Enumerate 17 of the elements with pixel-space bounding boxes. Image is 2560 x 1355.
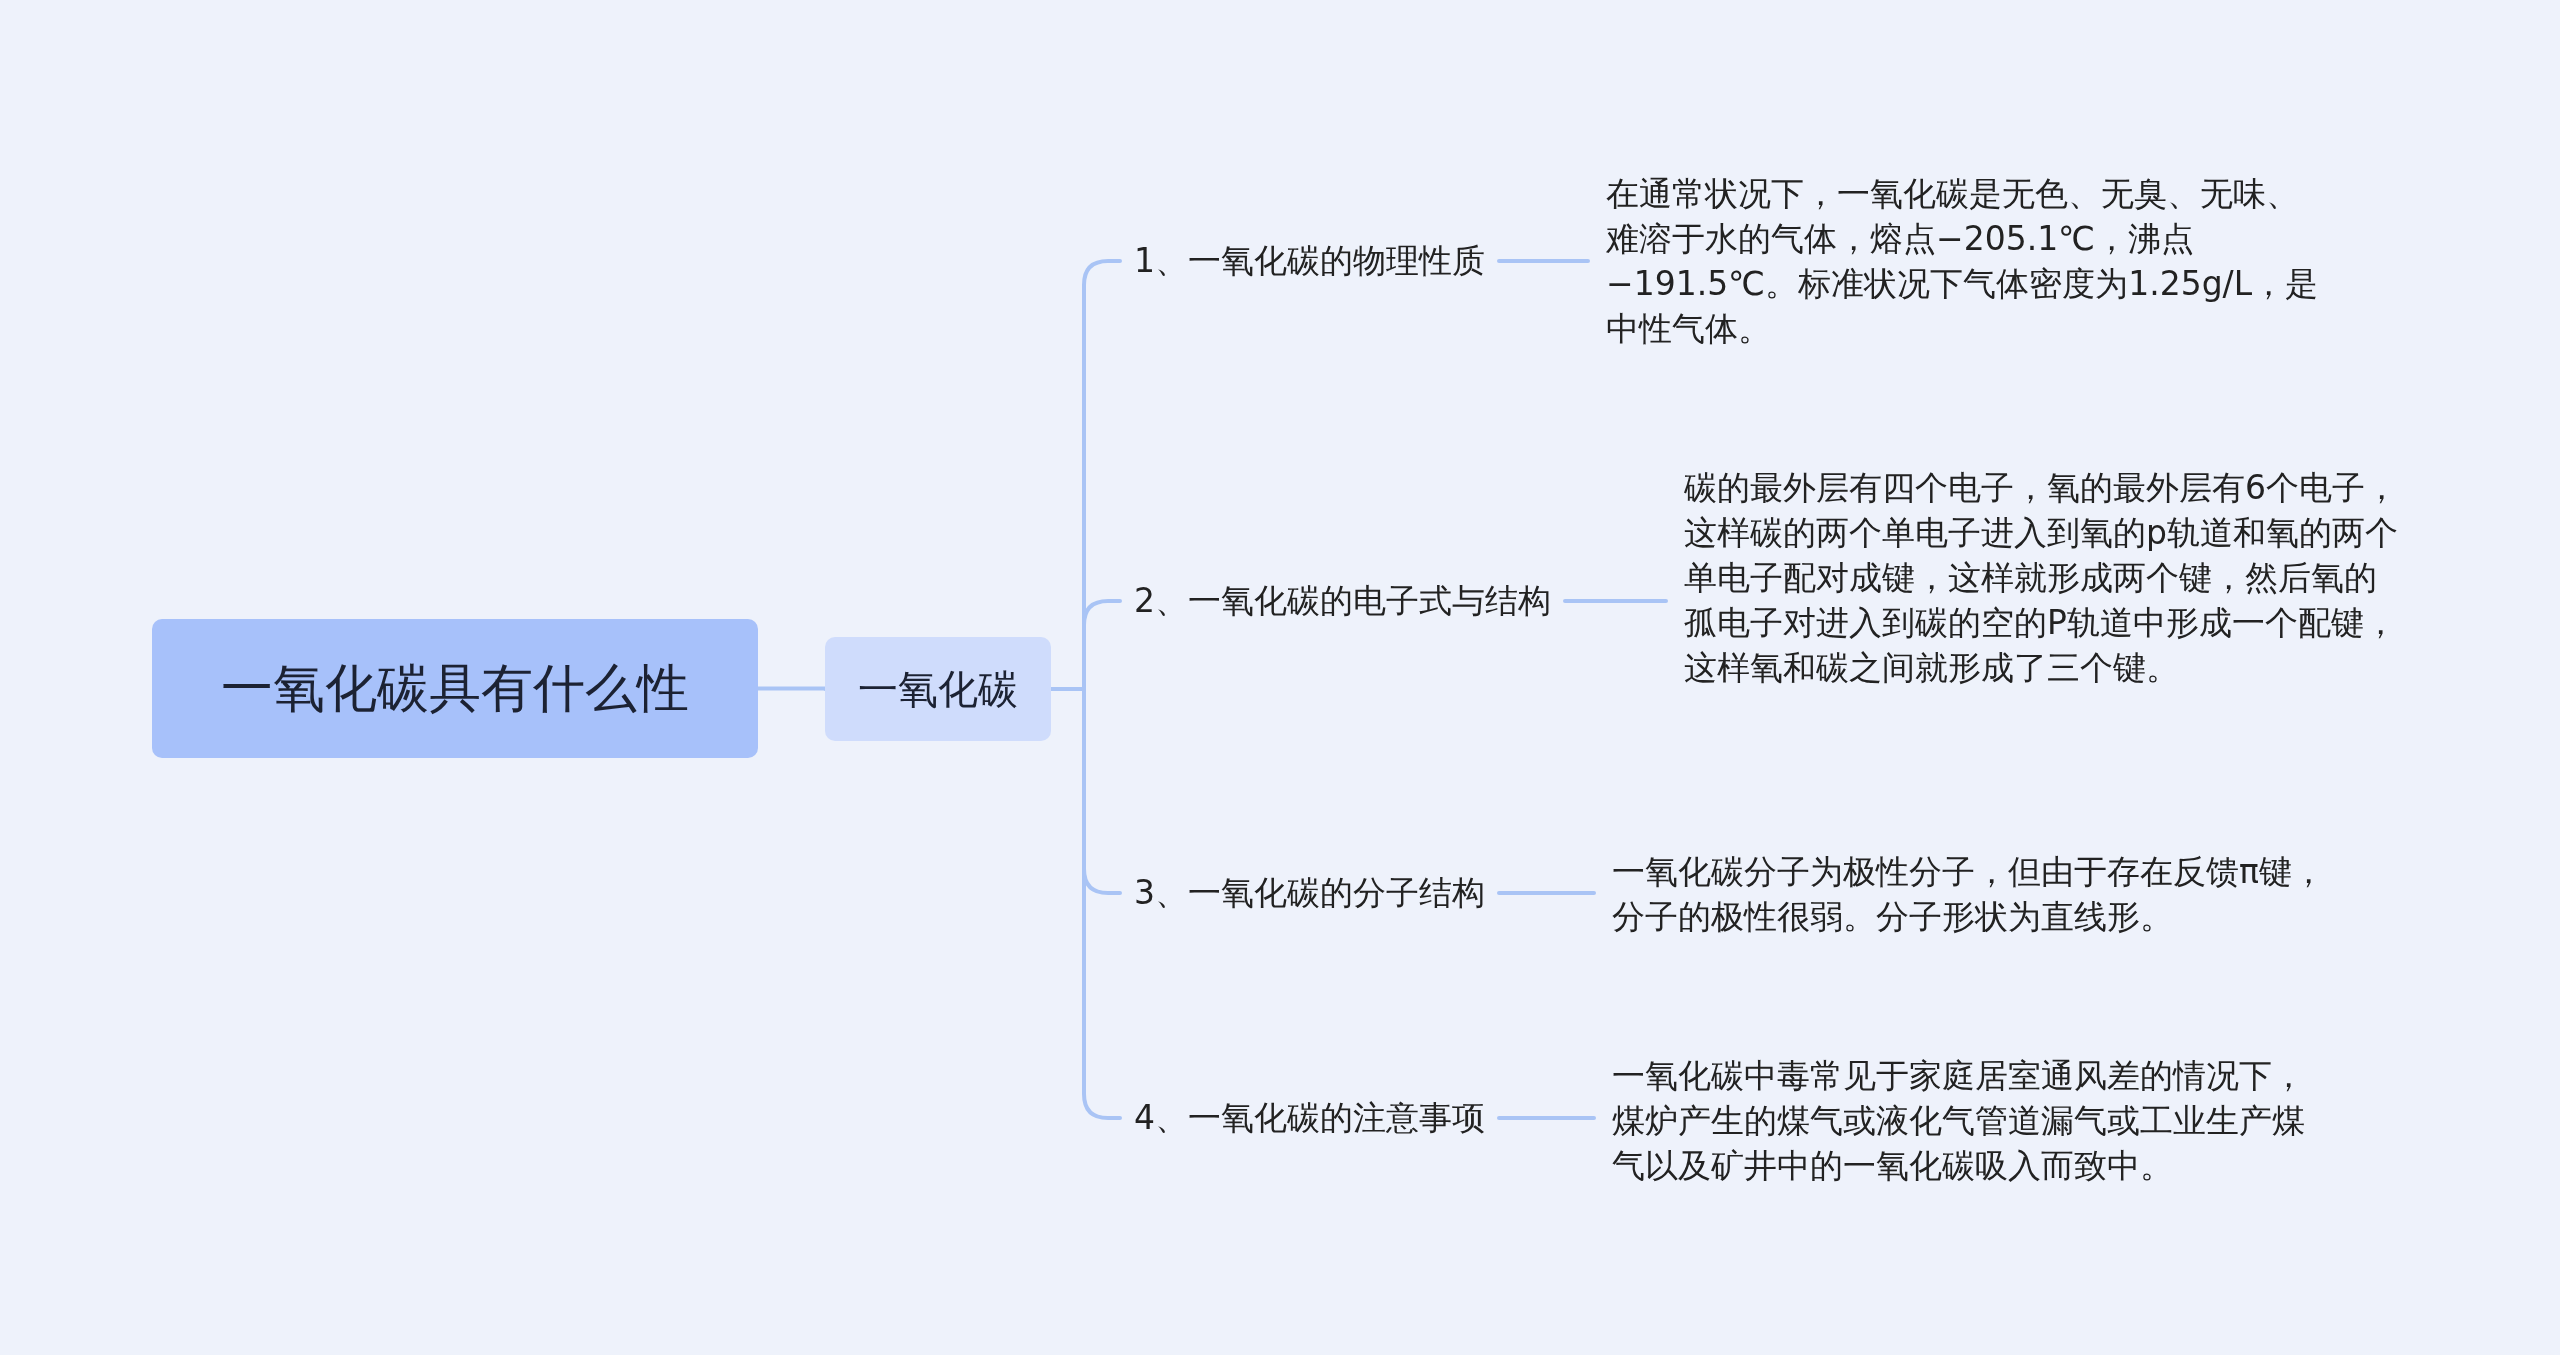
detail-text: 碳的最外层有四个电子，氧的最外层有6个电子，这样碳的两个单电子进入到氧的p轨道和氧的两个单电子配对成键，这样就形成两个键，然后氧的孤电子对进入到碳的空的P轨道中形成一个配键，这样氧和碳之间就形成了三个键。 bbox=[1684, 467, 2399, 689]
detail-text: 一氧化碳分子为极性分子，但由于存在反馈π键，分子的极性很弱。分子形状为直线形。 bbox=[1612, 851, 2326, 938]
detail-text: 一氧化碳中毒常见于家庭居室通风差的情况下，煤炉产生的煤气或液化气管道漏气或工业生产煤气以及矿井中的一氧化碳吸入而致中。 bbox=[1612, 1055, 2306, 1187]
connector-line bbox=[1497, 1116, 1596, 1120]
subtopic-label: 3、一氧化碳的分子结构 bbox=[1134, 871, 1485, 914]
connector-line bbox=[1497, 259, 1590, 263]
main-topic-box bbox=[825, 637, 1051, 741]
connector-line bbox=[1497, 891, 1596, 895]
subtopic-label: 2、一氧化碳的电子式与结构 bbox=[1134, 579, 1551, 622]
topic-text: 一氧化碳 bbox=[858, 664, 1018, 714]
subtopic-label: 4、一氧化碳的注意事项 bbox=[1134, 1096, 1485, 1139]
subtopic-label: 1、一氧化碳的物理性质 bbox=[1134, 239, 1485, 282]
root-topic-box bbox=[152, 619, 758, 758]
topic-text: 一氧化碳具有什么性 bbox=[221, 656, 689, 720]
connector-line bbox=[1563, 599, 1668, 603]
connector-line bbox=[756, 686, 827, 691]
detail-text: 在通常状况下，一氧化碳是无色、无臭、无味、难溶于水的气体，熔点−205.1℃，沸点−191.5℃。标准状况下气体密度为1.25g/L，是中性气体。 bbox=[1606, 173, 2320, 350]
